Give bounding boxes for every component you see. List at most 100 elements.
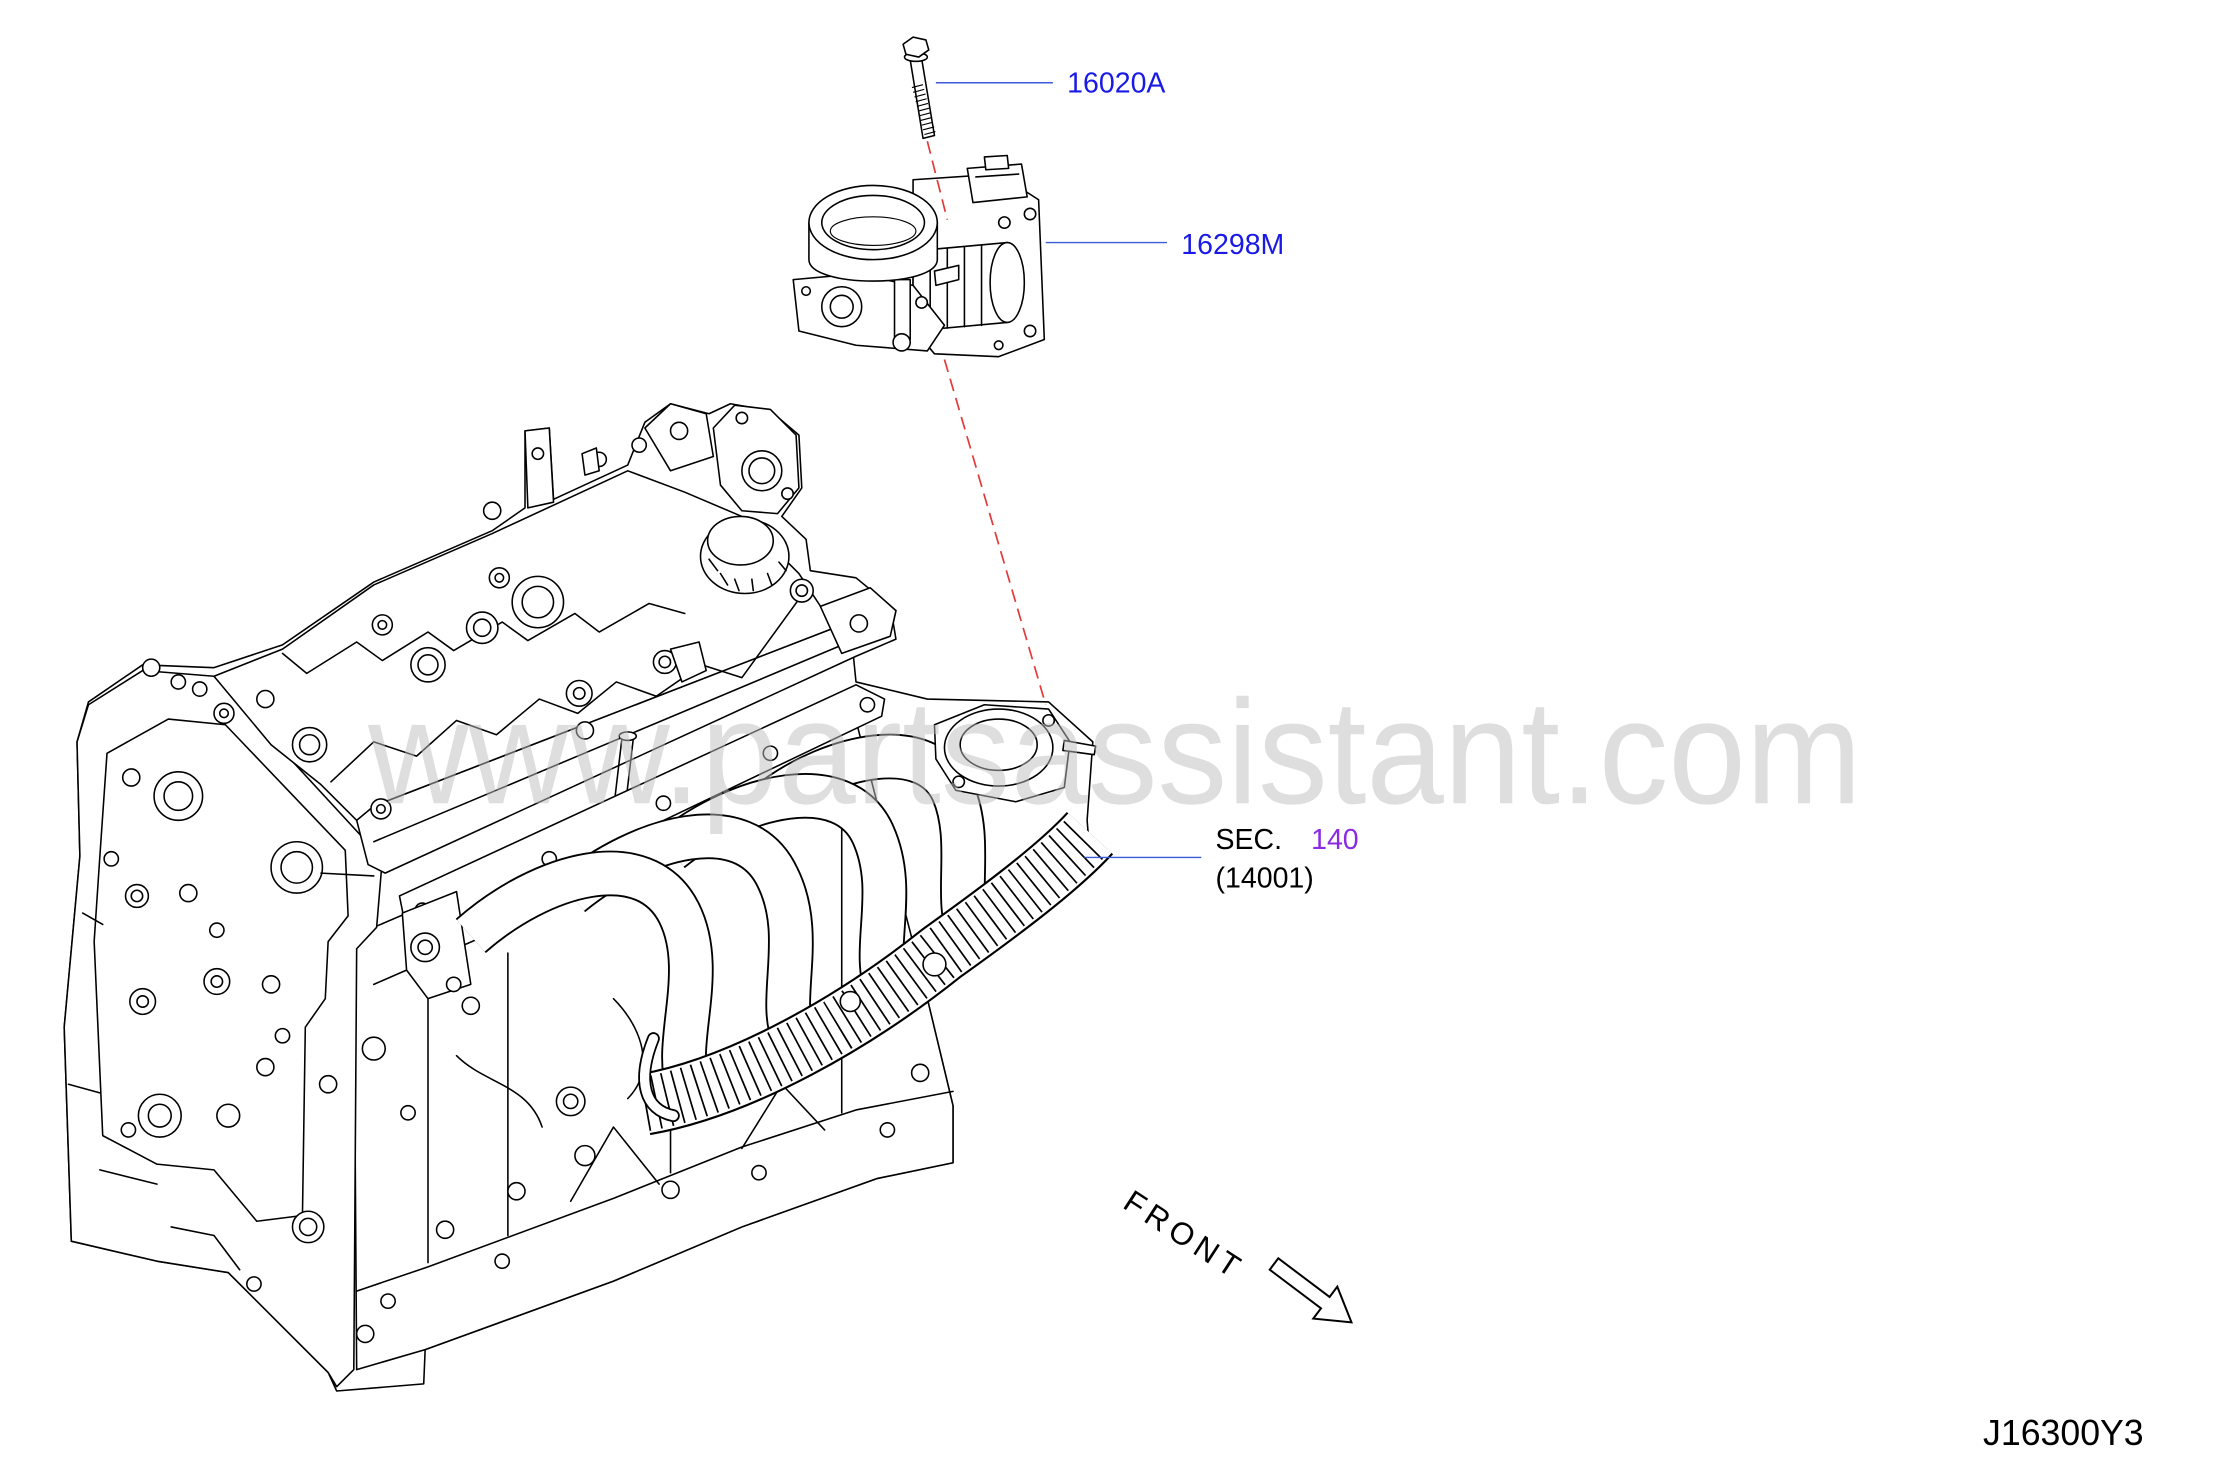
engine-hanger-detail [531,447,545,461]
engine-block-side-detail [879,1121,896,1138]
valve-cover-detail [417,654,439,676]
timing-cover-front-detail [147,1103,172,1128]
oil-filler-cap [699,515,790,595]
engine-block-side-detail [751,1164,767,1181]
assembly-guide-lines [926,141,1047,706]
timing-cover-front-detail [280,850,314,884]
oil-dipstick-detail [618,731,638,742]
throttle-body-drawing-detail [829,216,917,246]
oil-filler-cap-detail [708,558,787,592]
engine-block-side-detail [661,1180,680,1200]
valve-cover-detail [330,598,800,783]
front-direction-arrow-icon [1268,1256,1354,1324]
manifold-throttle-flange-detail [1042,713,1056,727]
valve-cover-detail [795,584,809,598]
valve-cover-detail [494,572,505,583]
valve-cover-detail [658,655,672,669]
part-number-16298M-link[interactable]: 16298M [1181,229,1284,261]
rear-water-outlet-detail [748,457,776,485]
engine-block-side-detail [361,1036,386,1061]
valve-cover-detail [191,681,208,697]
valve-cover-detail [298,733,321,756]
engine-block-side-detail [461,996,481,1016]
throttle-body-drawing-detail [892,333,911,352]
throttle-body-drawing-detail [800,285,812,297]
intake-manifold-detail [922,952,947,977]
pcv-hose [638,1032,680,1123]
bolt-guide-line [926,141,949,220]
throttle-body-drawing-detail [929,244,983,331]
valve-cover [141,437,836,822]
valve-cover-detail [472,618,492,638]
bolt-drawing [902,36,936,140]
valve-cover-detail [141,658,161,678]
throttle-body-drawing-detail [933,264,960,287]
timing-cover-front-detail [298,1217,318,1237]
valve-cover-detail [572,686,586,700]
engine-block-side-detail [380,1293,396,1310]
throttle-body-drawing-detail [993,340,1004,351]
engine-block-side-detail [574,1144,596,1167]
intake-manifold-detail [445,976,462,993]
intake-manifold-detail [839,990,862,1013]
timing-cover-front-detail [208,922,225,939]
part-number-16020A-link[interactable]: 16020A [1067,68,1165,100]
timing-cover-front-detail [274,1027,291,1044]
valve-cover-detail [170,674,187,690]
valve-cover-detail [575,721,595,740]
throttle-body-drawing-detail [893,278,911,341]
throttle-guide-line [943,359,1047,706]
engine-block-side-detail [494,1253,511,1270]
manifold-throttle-flange-detail [1062,739,1097,756]
engine-hanger [524,402,897,655]
timing-cover-front [63,669,384,1388]
timing-cover-front-detail [67,872,375,1271]
bolt-thread [911,84,936,136]
section-sub-label: (14001) [1216,862,1314,894]
valve-cover-detail [377,619,388,630]
valve-cover-detail [521,585,555,619]
manifold-throttle-flange-detail [952,775,966,789]
engine-assembly-drawing [63,402,1114,1392]
timing-cover-front-detail [246,1276,262,1292]
valve-cover-detail [256,689,275,709]
timing-cover-front-detail [256,1057,275,1077]
engine-hanger-detail [524,427,555,509]
timing-cover-front-detail [136,995,150,1009]
intake-manifold [398,684,1114,1136]
throttle-body-drawing [792,154,1046,358]
intake-manifold-detail [762,745,779,762]
manifold-plenum [638,811,1114,1136]
timing-cover-front-detail [318,1074,338,1094]
valve-cover-detail [218,708,230,719]
engine-block-side-detail [435,1220,455,1240]
timing-cover-front-detail [130,889,144,903]
rear-water-outlet-detail [735,411,749,425]
manifold-throttle-flange-detail [959,718,1038,772]
valve-cover-detail [375,803,386,814]
timing-cover-front-detail [210,975,224,989]
intake-runners [455,733,992,1092]
oil-filler-cap-detail [706,515,775,566]
throttle-body-drawing-detail [820,194,926,251]
intake-runners-detail [757,735,990,944]
manifold-throttle-flange [933,703,1097,803]
engine-hanger-detail [669,421,689,441]
pcv-hose-detail [640,1033,679,1121]
rear-water-outlet-detail [781,487,795,501]
engine-hanger-detail [581,447,600,476]
watermark-text: www.partsassistant.com [367,670,1862,835]
timing-cover-front-detail [120,1121,137,1138]
engine-parts-diagram-detail: www.partsassistant.com 16020A 16298M SEC… [63,36,2144,1453]
engine-block-side-detail [562,1093,579,1110]
engine-block-side-detail [455,997,644,1128]
engine-hanger-detail [849,614,869,633]
intake-manifold-detail [859,696,876,713]
timing-cover-front-detail [103,850,120,867]
section-140-link[interactable]: 140 [1311,824,1359,856]
throttle-body-drawing-detail [997,216,1011,230]
manifold-plenum-detail [639,813,1112,1134]
engine-block-side-detail [427,819,843,1264]
timing-cover-front-detail [178,883,198,903]
